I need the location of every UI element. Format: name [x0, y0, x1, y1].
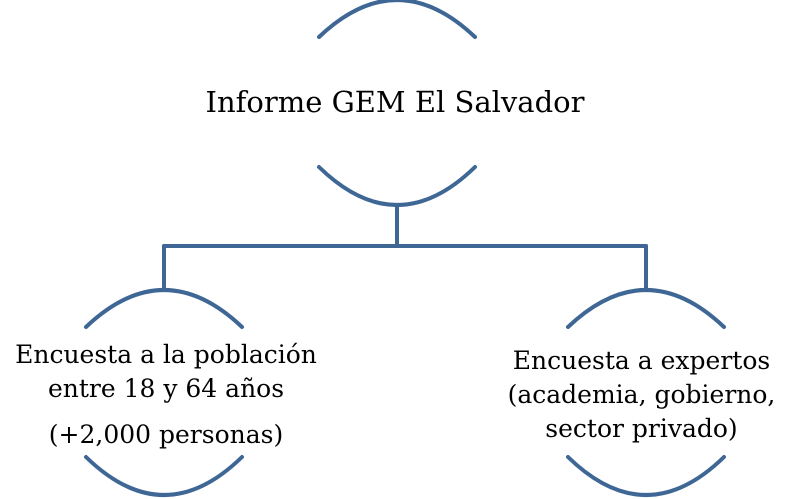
root-node-label: Informe GEM El Salvador [205, 85, 585, 119]
left-node-sublabel: (+2,000 personas) [48, 420, 284, 449]
left-node-line-1: Encuesta a la población [15, 340, 317, 369]
left-node-bottom-arc [84, 455, 244, 497]
left-node-top-arc [84, 288, 244, 329]
left-node-label: Encuesta a la población entre 18 y 64 añ… [0, 338, 332, 406]
right-node-line-3: sector privado) [545, 414, 738, 443]
root-node-top-arc [317, 0, 477, 39]
right-node-top-arc [566, 288, 726, 329]
right-node-label: Encuesta a expertos (academia, gobierno,… [492, 344, 791, 446]
right-node-bottom-arc [566, 455, 726, 497]
right-node-line-1: Encuesta a expertos [512, 346, 771, 375]
right-node-line-2: (academia, gobierno, [507, 380, 776, 409]
root-node-bottom-arc [317, 165, 477, 207]
left-node-line-2: entre 18 y 64 años [47, 374, 285, 403]
